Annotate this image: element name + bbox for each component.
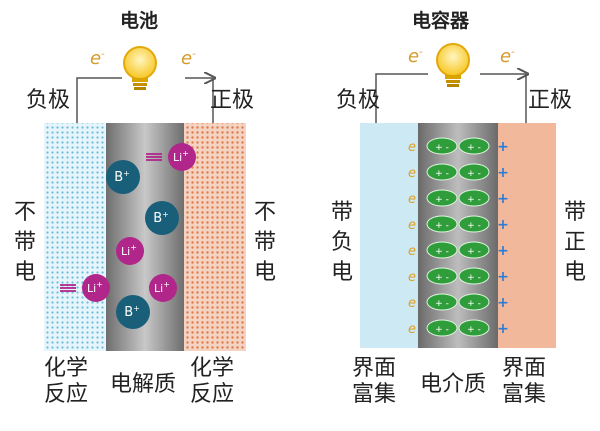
dipole: + - <box>458 189 490 207</box>
surface-electron: e <box>408 322 416 337</box>
dipole: + - <box>458 215 490 233</box>
battery-bottom-left-label: 化学反应 <box>44 356 89 407</box>
capacitor-positive-plate <box>498 123 556 348</box>
surface-positive-charge: + <box>497 217 509 233</box>
surface-electron: e <box>408 192 416 207</box>
surface-positive-charge: + <box>497 191 509 207</box>
dipole: + - <box>426 215 458 233</box>
svg-text:+ -: + - <box>435 143 449 153</box>
surface-positive-charge: + <box>497 165 509 181</box>
svg-text:+ -: + - <box>467 195 481 205</box>
dipole: + - <box>458 137 490 155</box>
capacitor-right-side-label: 带正电 <box>563 200 586 285</box>
battery-graphic: Li+B+B+Li+Li+Li+B+ <box>44 46 246 351</box>
capacitor-left-side-label: 带负电 <box>330 200 353 285</box>
lightbulb-icon <box>436 43 470 87</box>
surface-positive-charge: + <box>497 321 509 337</box>
battery-right-side-label: 不带电 <box>253 200 276 285</box>
battery-positive-label: 正极 <box>210 88 255 113</box>
surface-positive-charge: + <box>497 243 509 259</box>
battery-left-side-label: 不带电 <box>13 200 36 285</box>
dipole: + - <box>426 267 458 285</box>
surface-electron: e <box>408 218 416 233</box>
lithium-ion: Li+ <box>146 143 196 171</box>
capacitor-bottom-mid-label: 电介质 <box>420 372 487 397</box>
battery-wire <box>76 78 213 123</box>
capacitor-bottom-left-label: 界面富集 <box>352 356 397 407</box>
dipole: + - <box>458 267 490 285</box>
svg-text:+ -: + - <box>435 273 449 283</box>
capacitor-dielectric <box>418 123 498 348</box>
svg-text:+ -: + - <box>435 325 449 335</box>
dipole: + - <box>458 293 490 311</box>
surface-electron: e <box>408 270 416 285</box>
dipole: + - <box>458 163 490 181</box>
capacitor-electron-left: e- <box>408 46 423 67</box>
svg-text:+ -: + - <box>435 299 449 309</box>
capacitor-wire <box>375 74 526 123</box>
svg-text:+ -: + - <box>467 143 481 153</box>
svg-text:+ -: + - <box>435 195 449 205</box>
battery-bottom-right-label: 化学反应 <box>190 356 235 407</box>
capacitor-negative-plate <box>360 123 418 348</box>
surface-electron: e <box>408 244 416 259</box>
dipole: + - <box>458 319 490 337</box>
battery-electron-right: e- <box>181 48 196 69</box>
capacitor-electron-right: e- <box>500 46 515 67</box>
svg-text:+ -: + - <box>467 247 481 257</box>
battery-negative-label: 负极 <box>26 88 71 113</box>
capacitor-graphic: e + - + - + e + - + - + e + - + - + e + - + - + e + - + - +… <box>360 43 556 348</box>
surface-positive-charge: + <box>497 295 509 311</box>
svg-text:+ -: + - <box>467 273 481 283</box>
surface-positive-charge: + <box>497 269 509 285</box>
surface-electron: e <box>408 296 416 311</box>
battery-negative-electrode <box>44 123 106 351</box>
battery-bottom-mid-label: 电解质 <box>110 372 177 397</box>
svg-text:+ -: + - <box>467 221 481 231</box>
svg-text:+ -: + - <box>435 247 449 257</box>
lithium-ion: Li+ <box>60 274 110 302</box>
dipole: + - <box>426 293 458 311</box>
b-ion: B+ <box>106 160 140 194</box>
svg-text:+ -: + - <box>467 169 481 179</box>
dipole: + - <box>426 241 458 259</box>
lithium-ion: Li+ <box>116 237 144 265</box>
svg-text:+ -: + - <box>467 299 481 309</box>
battery-title: 电池 <box>120 10 159 32</box>
surface-positive-charge: + <box>497 139 509 155</box>
surface-electron: e <box>408 166 416 181</box>
capacitor-bottom-right-label: 界面富集 <box>502 356 547 407</box>
dipole: + - <box>458 241 490 259</box>
svg-text:+ -: + - <box>435 221 449 231</box>
dipole: + - <box>426 189 458 207</box>
lightbulb-icon <box>123 46 157 90</box>
surface-electron: e <box>408 140 416 155</box>
dipole: + - <box>426 137 458 155</box>
dipole: + - <box>426 163 458 181</box>
b-ion: B+ <box>116 295 150 329</box>
capacitor-negative-label: 负极 <box>336 88 381 113</box>
battery-electron-left: e- <box>90 48 105 69</box>
capacitor-title: 电容器 <box>412 10 470 32</box>
svg-text:+ -: + - <box>467 325 481 335</box>
b-ion: B+ <box>145 201 179 235</box>
lithium-ion: Li+ <box>149 274 177 302</box>
svg-text:+ -: + - <box>435 169 449 179</box>
dipole: + - <box>426 319 458 337</box>
capacitor-positive-label: 正极 <box>528 88 573 113</box>
